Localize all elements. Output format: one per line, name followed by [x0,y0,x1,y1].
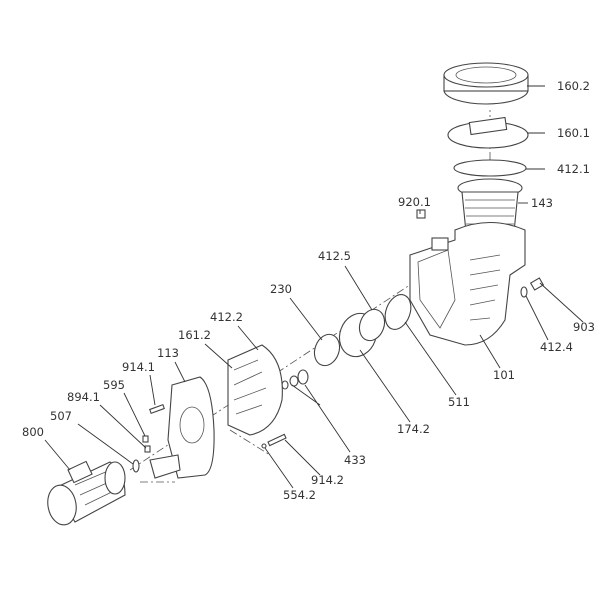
label-554-2: 554.2 [283,488,316,502]
label-230: 230 [270,282,292,296]
part-914-1-bolt [149,404,165,414]
label-920-1: 920.1 [398,195,431,209]
part-230-impeller [313,333,341,367]
part-511-wear-ring [384,294,412,330]
label-903: 903 [573,320,595,334]
part-595-washer [142,435,149,443]
label-143: 143 [531,196,553,210]
label-412-5: 412.5 [318,249,351,263]
part-161-2-casing-cover [227,344,283,436]
part-903-drain-plug [529,277,545,291]
label-412-4: 412.4 [540,340,573,354]
label-914-2: 914.2 [311,473,344,487]
part-507-ring [132,459,140,473]
part-412-1-o-ring [453,159,527,177]
label-113: 113 [157,346,179,360]
label-914-1: 914.1 [122,360,155,374]
part-920-1-plug [416,209,426,219]
part-160-1-lid [447,116,529,149]
label-507: 507 [50,409,72,423]
part-433-mechanical-seal [281,369,309,390]
label-412-2: 412.2 [210,310,243,324]
label-160-1: 160.1 [557,126,590,140]
label-161-2: 161.2 [178,328,211,342]
part-800-motor [47,460,126,526]
label-894-1: 894.1 [67,390,100,404]
label-595: 595 [103,378,125,392]
part-412-5-o-ring [358,308,386,342]
label-101: 101 [493,368,515,382]
leader-lines [44,85,584,489]
part-914-2-bolt [267,433,287,447]
bolt-axis-2 [229,429,271,456]
label-174-2: 174.2 [397,422,430,436]
label-511: 511 [448,395,470,409]
label-800: 800 [22,425,44,439]
main-axis [129,264,441,471]
part-894-1-nut [144,445,151,453]
part-160-2-lock-ring [443,62,529,105]
part-554-2-washer [261,443,267,449]
label-433: 433 [344,453,366,467]
label-412-1: 412.1 [557,162,590,176]
part-412-4-o-ring [520,286,528,298]
part-113-bracket [149,376,215,479]
label-160-2: 160.2 [557,79,590,93]
part-101-pump-housing [409,222,526,346]
